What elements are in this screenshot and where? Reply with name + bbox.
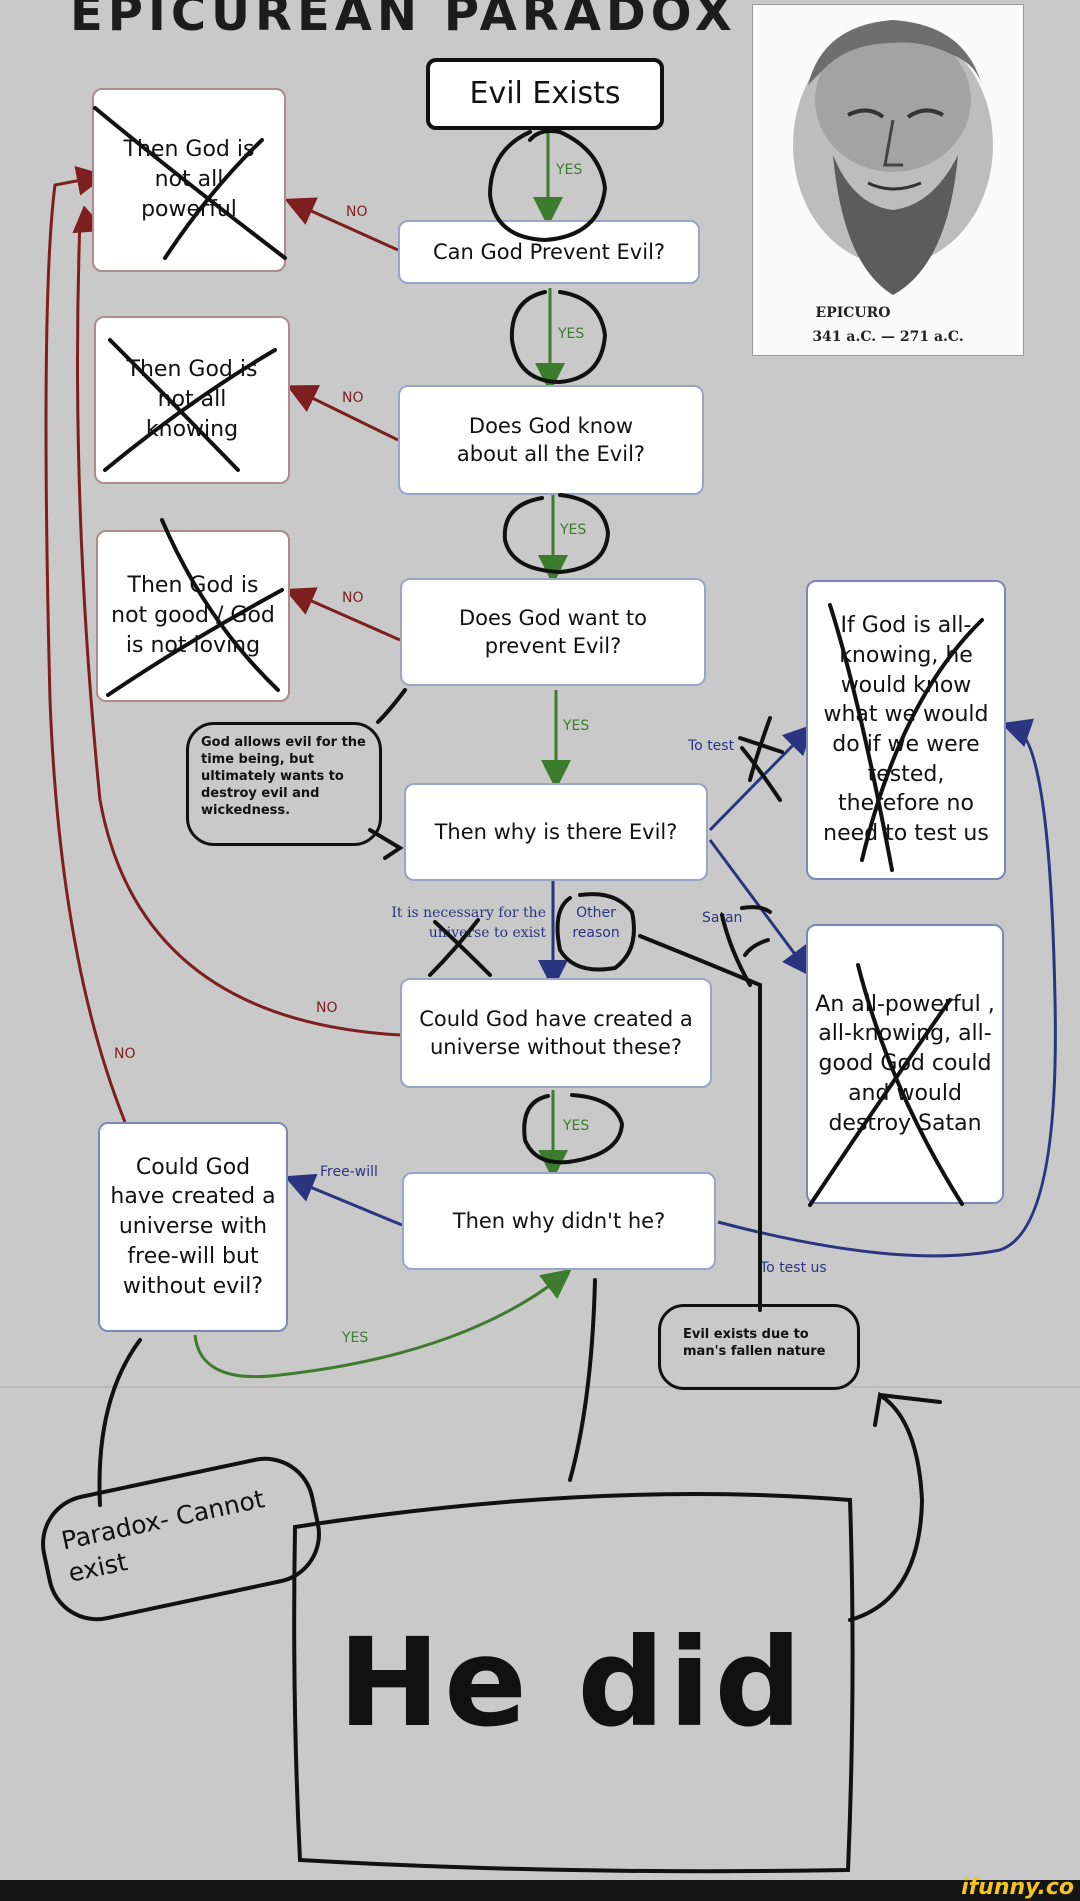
label-no-2: NO: [342, 390, 364, 406]
label-free-will: Free-will: [320, 1164, 378, 1180]
portrait-dates: 341 a.C. — 271 a.C.: [812, 329, 964, 345]
label-to-test: To test: [688, 738, 735, 754]
label-other-reason: Other reason: [572, 905, 620, 941]
box-could-create: Could God have created a universe withou…: [400, 978, 712, 1088]
label-yes-3: YES: [560, 522, 587, 538]
box-not-knowing: Then God is not all knowing: [94, 316, 290, 484]
box-evil-exists: Evil Exists: [426, 58, 664, 130]
label-no-1: NO: [346, 204, 368, 220]
box-free-will-question: Could God have created a universe with f…: [98, 1122, 288, 1332]
label-yes-6: YES: [342, 1330, 369, 1346]
box-can-prevent: Can God Prevent Evil?: [398, 220, 700, 284]
label-yes-1: YES: [556, 162, 583, 178]
diagram-title: EPICUREAN PARADOX: [70, 0, 737, 42]
portrait-name: EPICURO: [815, 305, 891, 321]
box-why-evil: Then why is there Evil?: [404, 783, 708, 881]
label-yes-5: YES: [563, 1118, 590, 1134]
label-yes-2: YES: [558, 326, 585, 342]
epicurus-portrait-image: [793, 20, 993, 295]
label-no-5: NO: [114, 1046, 136, 1062]
box-why-didnt: Then why didn't he?: [402, 1172, 716, 1270]
footer-bar: [0, 1880, 1080, 1901]
label-to-test-us: To test us: [760, 1260, 827, 1276]
ifunny-watermark: ifunny.co: [961, 1875, 1074, 1900]
label-no-3: NO: [342, 590, 364, 606]
label-necessary: It is necessary for the universe to exis…: [391, 905, 546, 941]
box-know-about: Does God know about all the Evil?: [398, 385, 704, 495]
label-yes-4: YES: [563, 718, 590, 734]
portrait-card: EPICURO 341 a.C. — 271 a.C.: [752, 4, 1024, 356]
box-want-prevent: Does God want to prevent Evil?: [400, 578, 706, 686]
bubble-allows-evil: God allows evil for the time being, but …: [186, 722, 382, 846]
box-not-good: Then God is not good / God is not loving: [96, 530, 290, 702]
label-no-4: NO: [316, 1000, 338, 1016]
box-not-powerful: Then God is not all powerful: [92, 88, 286, 272]
he-did-text: He did: [338, 1612, 806, 1754]
